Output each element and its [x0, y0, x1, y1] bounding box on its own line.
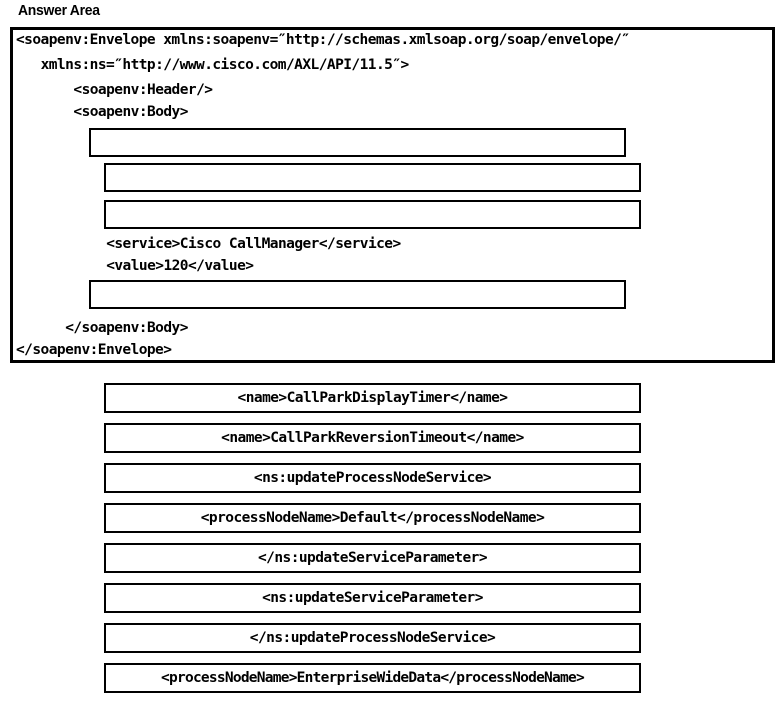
code-line: <soapenv:Body>: [73, 104, 188, 120]
draggable-option[interactable]: <name>CallParkDisplayTimer</name>: [104, 383, 641, 413]
draggable-option[interactable]: <processNodeName>EnterpriseWideData</pro…: [104, 663, 641, 693]
draggable-option[interactable]: <ns:updateServiceParameter>: [104, 583, 641, 613]
code-line: </soapenv:Body>: [65, 320, 188, 336]
draggable-option-label: <ns:updateProcessNodeService>: [253, 469, 492, 486]
answer-area-drop-target[interactable]: [10, 27, 775, 363]
drop-zone-1[interactable]: [89, 128, 626, 157]
draggable-option-label: </ns:updateServiceParameter>: [257, 549, 488, 566]
draggable-option-label: <processNodeName>Default</processNodeNam…: [200, 509, 545, 526]
draggable-options-list: <name>CallParkDisplayTimer</name> <name>C…: [104, 383, 641, 703]
code-line: xmlns:ns=″http://www.cisco.com/AXL/API/1…: [40, 57, 410, 73]
code-line: <soapenv:Envelope xmlns:soapenv=″http://…: [16, 32, 630, 48]
drop-zone-4[interactable]: [89, 280, 626, 309]
code-line: <service>Cisco CallManager</service>: [106, 236, 401, 252]
draggable-option[interactable]: </ns:updateProcessNodeService>: [104, 623, 641, 653]
page-title: Answer Area: [18, 2, 100, 19]
draggable-option-label: </ns:updateProcessNodeService>: [249, 629, 496, 646]
draggable-option[interactable]: </ns:updateServiceParameter>: [104, 543, 641, 573]
code-line: </soapenv:Envelope>: [16, 342, 172, 358]
drop-zone-2[interactable]: [104, 163, 641, 192]
draggable-option[interactable]: <name>CallParkReversionTimeout</name>: [104, 423, 641, 453]
code-line: <value>120</value>: [106, 258, 254, 274]
draggable-option[interactable]: <processNodeName>Default</processNodeNam…: [104, 503, 641, 533]
draggable-option[interactable]: <ns:updateProcessNodeService>: [104, 463, 641, 493]
code-line: <soapenv:Header/>: [73, 82, 213, 98]
draggable-option-label: <ns:updateServiceParameter>: [262, 589, 483, 606]
draggable-option-label: <name>CallParkReversionTimeout</name>: [221, 429, 524, 446]
draggable-option-label: <name>CallParkDisplayTimer</name>: [237, 389, 508, 406]
drop-zone-3[interactable]: [104, 200, 641, 229]
draggable-option-label: <processNodeName>EnterpriseWideData</pro…: [161, 669, 585, 686]
